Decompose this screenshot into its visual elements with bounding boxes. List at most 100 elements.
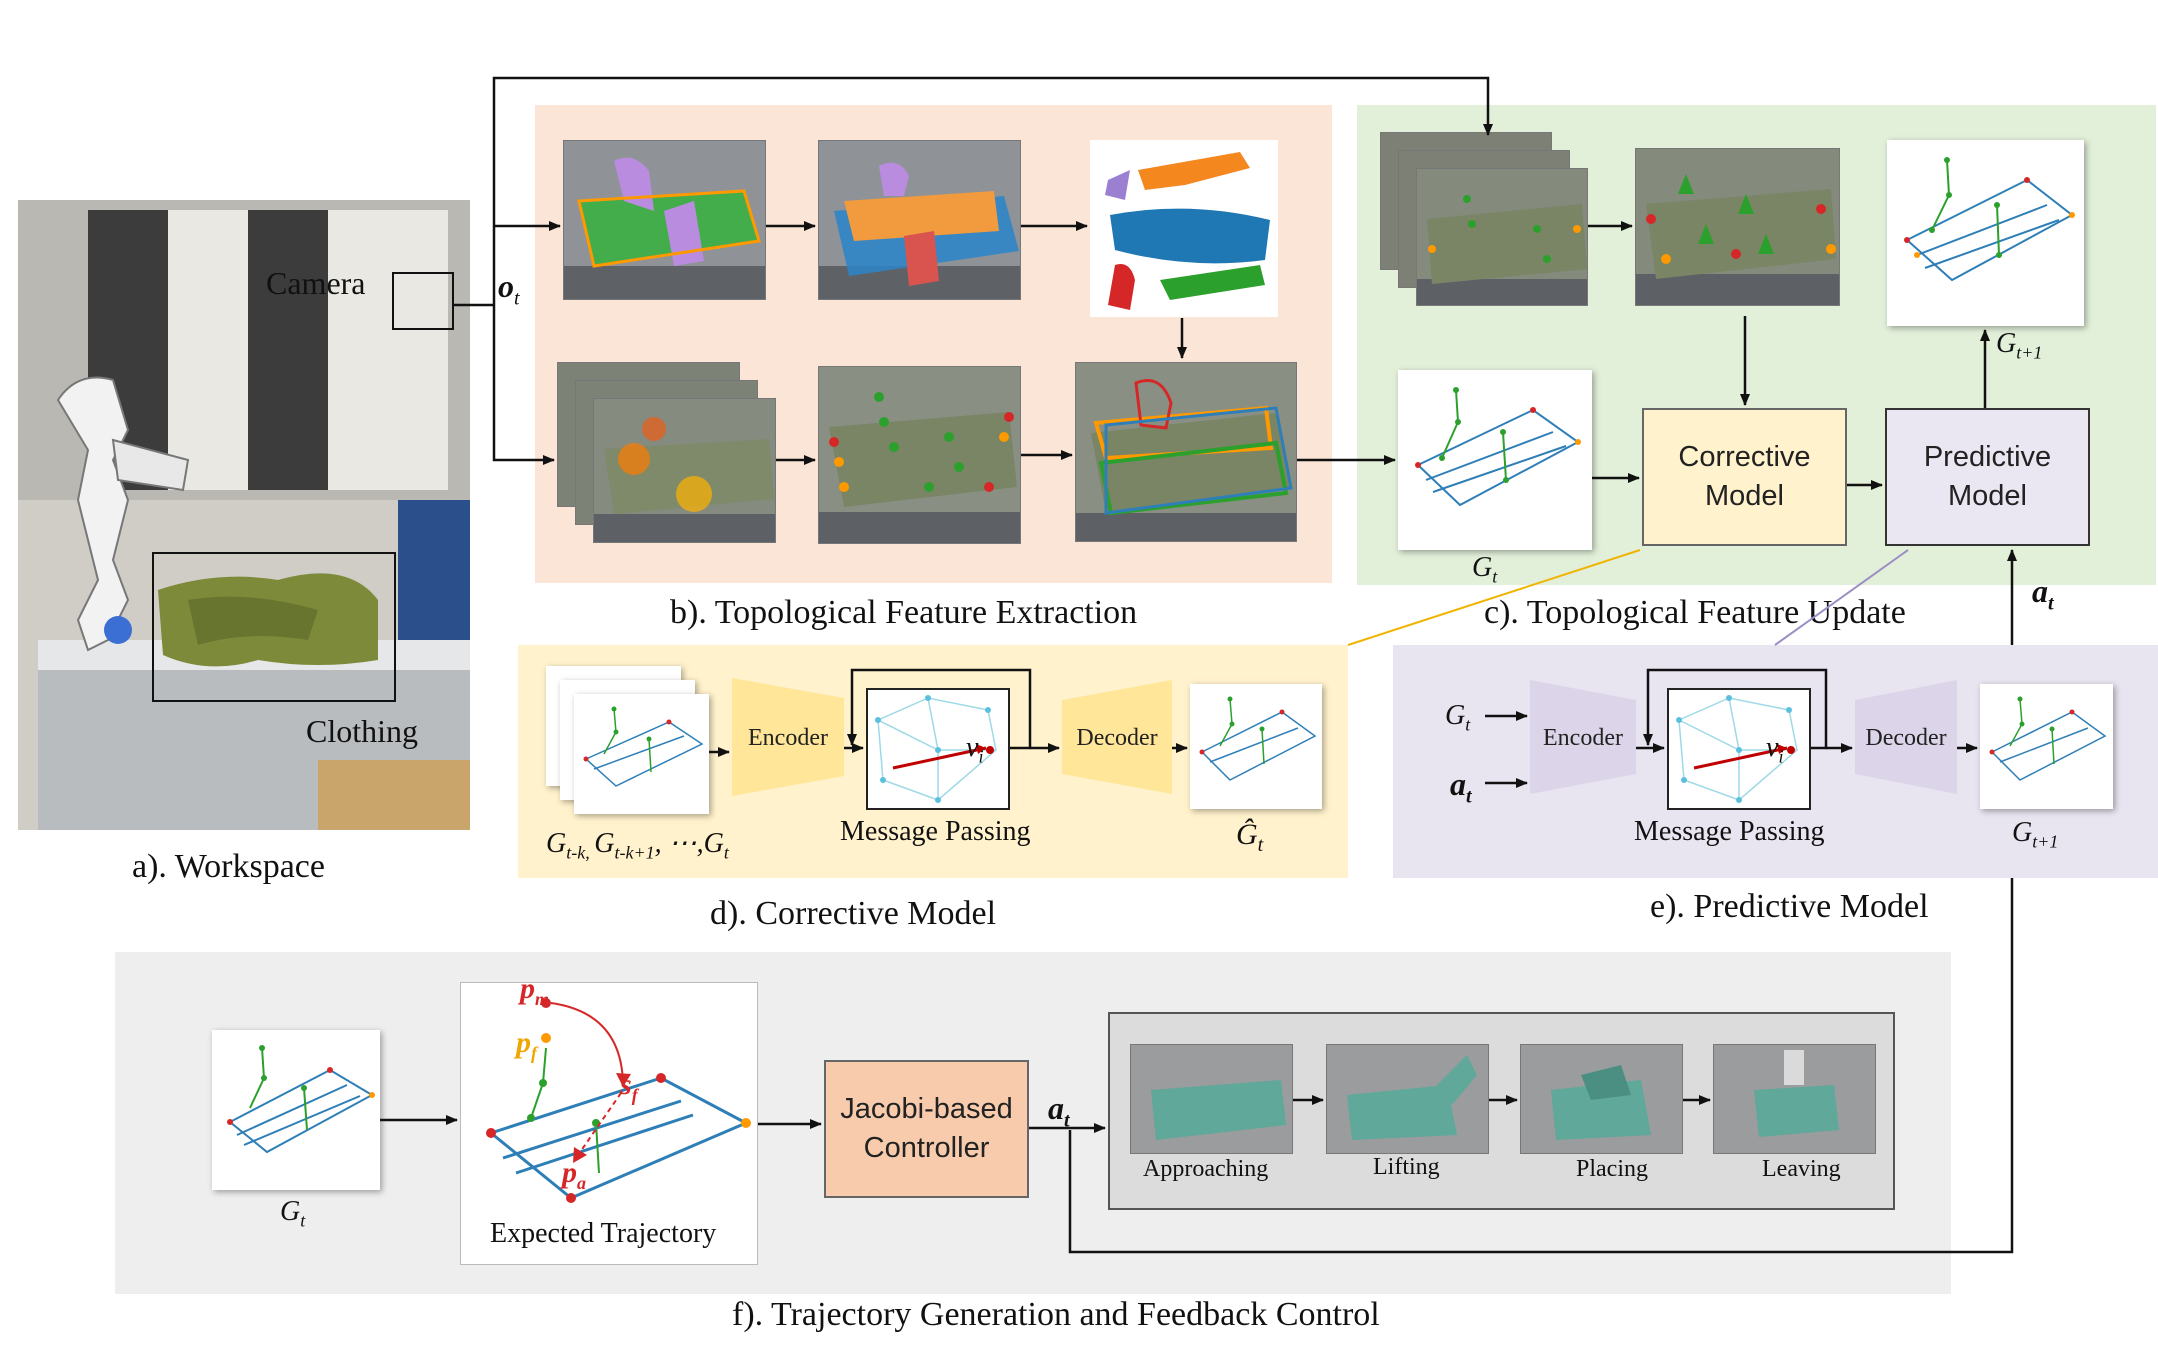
heatmap-photo: [593, 398, 776, 543]
stage-photo-lifting: [1326, 1044, 1489, 1154]
arrow-to-heatmap: [492, 305, 555, 465]
clothing-label: Clothing: [306, 713, 419, 749]
history-sub-1: t-k,: [566, 842, 595, 863]
corrective-node-label: vi: [966, 732, 983, 768]
camera-box: [392, 272, 454, 330]
seg-photo-1: [563, 140, 766, 300]
graph-next-label: Gt+1: [1996, 328, 2042, 364]
traj-pf-sub: f: [531, 1043, 537, 1063]
expected-traj-label: Expected Trajectory: [490, 1218, 717, 1249]
seg-photo-2: [818, 140, 1021, 300]
history-card-front: [574, 694, 709, 814]
update-action-label: at: [2032, 573, 2054, 615]
traj-action-label: at: [1048, 1090, 1070, 1132]
corrective-output-label: Ĝt: [1236, 818, 1263, 857]
history-label: Gt-k, Gt-k+1, ⋯,Gt: [546, 826, 729, 864]
zoom-line-predictive: [1774, 549, 1909, 646]
update-caption: c). Topological Feature Update: [1484, 594, 1906, 631]
zoom-line-corrective: [1347, 549, 1641, 646]
flow-photo: [1635, 148, 1840, 306]
history-graph: [583, 706, 704, 787]
obs-symbol: o: [498, 268, 514, 304]
traj-pm-label: pm: [520, 972, 549, 1010]
update-action-symbol: a: [2032, 573, 2048, 609]
history-sub-2: t-k+1: [614, 842, 655, 863]
predictive-output-symbol: G: [2012, 817, 2033, 848]
stage-placing-drawing: [1521, 1045, 1682, 1153]
stage-photo-approaching: [1130, 1044, 1293, 1154]
traj-graph-drawing: [227, 1045, 375, 1154]
stage-leaving-drawing: [1714, 1045, 1875, 1153]
predictive-output-sub: t+1: [2032, 831, 2059, 852]
corrective-decoder-shape: [1062, 680, 1172, 794]
predictive-node-sub: i: [1778, 746, 1784, 767]
predictive-mp-label: Message Passing: [1634, 816, 1825, 847]
history-g: G: [546, 828, 567, 859]
workspace-caption: a). Workspace: [132, 848, 325, 885]
traj-action-sub: t: [1064, 1109, 1070, 1132]
stage-lifting-drawing: [1327, 1045, 1488, 1153]
corrective-node-sub: i: [978, 746, 984, 767]
predictive-in-g-sub: t: [1465, 714, 1471, 735]
traj-pf-symbol: p: [516, 1026, 531, 1059]
graph-next-card: [1887, 140, 2084, 326]
history-g2: G: [594, 828, 615, 859]
predictive-in-g-symbol: G: [1445, 700, 1466, 731]
predictive-node-label: vi: [1766, 732, 1783, 768]
workspace-photo: [18, 200, 470, 830]
corrective-caption: d). Corrective Model: [710, 895, 997, 932]
seg-overlay-1: [564, 141, 765, 299]
keypoint-overlay: [819, 367, 1020, 543]
history-sub-3: t: [723, 842, 729, 863]
stage-label-lifting: Lifting: [1373, 1154, 1440, 1180]
corrective-encoder-shape: [732, 678, 844, 796]
traj-action-symbol: a: [1048, 1090, 1064, 1126]
expected-traj-drawing: [486, 998, 751, 1203]
predictive-node-symbol: v: [1766, 732, 1779, 763]
mask-card: [1090, 140, 1278, 317]
predictive-decoder-shape: [1855, 680, 1957, 794]
stage-label-leaving: Leaving: [1762, 1156, 1841, 1182]
graph-t-drawing: [1415, 387, 1581, 507]
predictive-mp-graph: [1676, 695, 1798, 803]
graph-next-symbol: G: [1996, 328, 2017, 359]
history-dots: , ⋯,: [654, 828, 704, 859]
arrow-mp-loop-c: [847, 668, 1032, 750]
corrective-mp-graph: [875, 695, 997, 803]
corrective-output-symbol: Ĝ: [1236, 818, 1258, 851]
predictive-model-box: Predictive Model: [1885, 408, 2090, 546]
traj-sf-label: sf: [620, 1068, 638, 1106]
traj-graph-card: [212, 1030, 380, 1190]
predictive-decoder-label: Decoder: [1865, 724, 1947, 751]
trajectory-caption: f). Trajectory Generation and Feedback C…: [732, 1296, 1380, 1333]
graph-t-card: [1398, 370, 1592, 550]
predictive-in-a: at: [1450, 766, 1472, 808]
corrective-model-box: Corrective Model: [1642, 408, 1847, 546]
arrow-feedback-loop: [1068, 878, 2014, 1254]
graph-t-symbol: G: [1472, 552, 1493, 583]
predictive-in-a-symbol: a: [1450, 766, 1466, 802]
jacobi-controller-box: Jacobi-based Controller: [824, 1060, 1029, 1198]
traj-pa-symbol: p: [562, 1156, 577, 1189]
arrow-to-top-loop: [492, 76, 1493, 305]
corrective-mp-box: [866, 688, 1010, 810]
mask-shapes: [1105, 152, 1270, 310]
clothing-box: [152, 552, 396, 702]
traj-pa-sub: a: [577, 1173, 586, 1193]
corrective-decoder-label: Decoder: [1076, 724, 1158, 751]
corrective-node-symbol: v: [966, 732, 979, 763]
extraction-caption: b). Topological Feature Extraction: [670, 594, 1138, 631]
seg-overlay-2: [819, 141, 1020, 299]
stage-label-placing: Placing: [1576, 1156, 1648, 1182]
traj-pm-sub: m: [535, 989, 550, 1009]
predictive-output-label: Gt+1: [2012, 817, 2058, 853]
corrective-output-graph: [1199, 696, 1317, 781]
predictive-caption: e). Predictive Model: [1650, 888, 1929, 925]
workspace-illustration: [18, 200, 470, 830]
corrective-output-sub: t: [1257, 834, 1264, 856]
stage-approaching-drawing: [1131, 1045, 1292, 1153]
contour-photo: [1075, 362, 1297, 542]
traj-sf-symbol: s: [620, 1068, 632, 1101]
stage-photo-placing: [1520, 1044, 1683, 1154]
predictive-in-a-sub: t: [1466, 785, 1472, 808]
